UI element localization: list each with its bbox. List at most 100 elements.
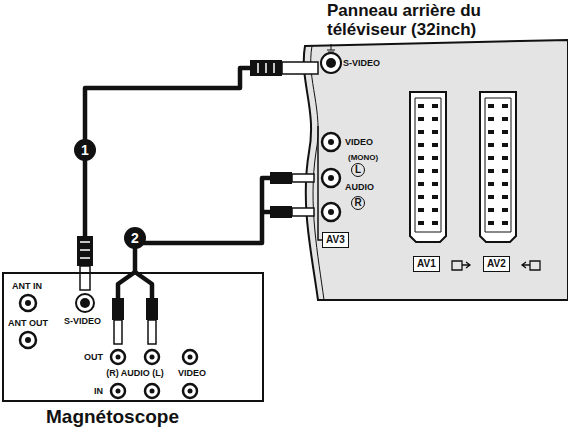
tv-panel [304, 40, 568, 300]
cable-branch [118, 272, 152, 300]
tv-back-panel: AV3AV1AV2Panneau arrière du téléviseur (… [305, 44, 568, 300]
rca-jack [188, 389, 193, 394]
scart-pin [488, 182, 494, 186]
rca-jack [188, 355, 193, 360]
scart-pin [488, 117, 494, 121]
rca-jack [183, 350, 197, 364]
port-label: AUDIO [345, 182, 374, 193]
scart-pin [502, 156, 508, 160]
rca-jack [150, 355, 155, 360]
audio-jack [328, 175, 334, 181]
scart-pin [502, 169, 508, 173]
svideo-plug [250, 60, 282, 76]
input-label-box: AV2 [483, 256, 510, 272]
svideo-jack [80, 298, 90, 308]
rca-jack [183, 384, 197, 398]
scart-pin [432, 117, 438, 121]
port-label: OUT [84, 352, 103, 363]
svideo-plug [80, 266, 90, 290]
port-label: (MONO) [348, 152, 378, 163]
scart-connector [485, 98, 511, 232]
svideo-jack [321, 53, 341, 73]
audio-jack [328, 209, 334, 215]
cable [85, 68, 305, 272]
rca-plug [270, 206, 292, 218]
callout-number: 2 [124, 227, 146, 249]
rca-jack [145, 350, 159, 364]
port-label: S-VIDEO [64, 316, 101, 327]
scart-pin [502, 208, 508, 212]
scart-pin [418, 143, 424, 147]
scart-pin [418, 156, 424, 160]
scart-pin [418, 182, 424, 186]
scart-pin [502, 143, 508, 147]
rca-jack [111, 384, 125, 398]
scart-pin [488, 130, 494, 134]
scart-pin [488, 104, 494, 108]
rca-plug [114, 320, 122, 344]
scart-icon [452, 261, 470, 270]
input-label: AV1 [417, 258, 436, 270]
ant-jack [20, 295, 36, 311]
scart-pin [432, 208, 438, 212]
scart-connector [480, 92, 516, 242]
tv-panel-edge [311, 46, 324, 300]
scart-pin [432, 182, 438, 186]
audio-jack [322, 203, 340, 221]
port-label: S-VIDEO [343, 58, 380, 69]
scart-pin [432, 104, 438, 108]
callout-number: 1 [74, 139, 96, 161]
scart-pin [432, 221, 438, 225]
rca-jack [116, 355, 121, 360]
rca-jack [150, 389, 155, 394]
port-label: IN [94, 386, 103, 397]
scart-pin [418, 169, 424, 173]
rca-plug [146, 298, 158, 320]
scart-pin [432, 169, 438, 173]
scart-pin [502, 104, 508, 108]
audio-jack [322, 169, 340, 187]
scart-pin [418, 130, 424, 134]
scart-pin [502, 195, 508, 199]
rca-plug [292, 208, 314, 216]
port-label: ANT IN [12, 281, 42, 292]
svideo-plug [80, 242, 90, 258]
heading: Magnétoscope [46, 406, 179, 428]
scart-connector [410, 92, 446, 242]
rca-jack [145, 384, 159, 398]
vcr-rear-panel: Magnétoscope [2, 272, 264, 402]
scart-pin [502, 130, 508, 134]
port-label: ANT OUT [8, 318, 48, 329]
scart-pin [502, 221, 508, 225]
scart-pin [488, 195, 494, 199]
scart-pin [502, 182, 508, 186]
scart-connector [415, 98, 441, 232]
heading: Panneau arrière du téléviseur (32inch) [327, 1, 539, 39]
scart-pin [418, 104, 424, 108]
scart-pin [418, 117, 424, 121]
scart-pin [432, 156, 438, 160]
channel-mark: L [351, 163, 365, 177]
scart-pin [488, 169, 494, 173]
video-jack [328, 139, 334, 145]
port-label: (R) AUDIO (L) [106, 368, 164, 379]
av3-bracket [318, 126, 322, 240]
input-label: AV2 [487, 258, 506, 270]
rca-plug [148, 320, 156, 344]
scart-pin [418, 195, 424, 199]
scart-pin [488, 208, 494, 212]
scart-pin [488, 156, 494, 160]
channel-mark: R [351, 196, 365, 210]
svideo-plug [282, 62, 318, 74]
scart-pin [488, 221, 494, 225]
scart-pin [418, 208, 424, 212]
scart-icon [522, 261, 540, 270]
input-label-box: AV1 [413, 256, 440, 272]
svideo-jack [76, 294, 94, 312]
rca-jack [116, 389, 121, 394]
scart-pin [432, 195, 438, 199]
ant-jack [25, 300, 31, 306]
svideo-plug [258, 63, 274, 73]
